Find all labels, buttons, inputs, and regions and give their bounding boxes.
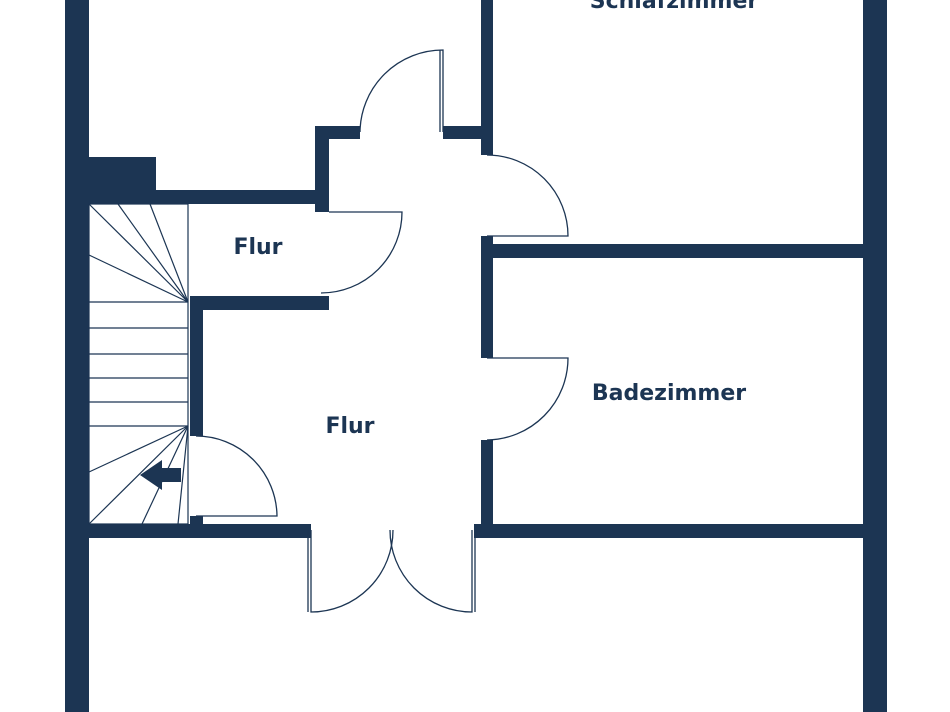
staircase xyxy=(88,203,189,525)
door-badezimmer xyxy=(486,357,569,441)
door-small-flur xyxy=(320,211,403,294)
wall-small-flur-bottom xyxy=(190,296,329,310)
wall-bottom-left xyxy=(89,524,311,538)
wall-schlaf-bad xyxy=(493,244,863,258)
wall-bottom-right xyxy=(474,524,863,538)
label-flur-small: Flur xyxy=(233,235,282,260)
label-schlafzimmer: Schlafzimmer xyxy=(590,0,759,14)
stair-line xyxy=(177,425,189,525)
doors xyxy=(195,49,569,613)
chimney-block xyxy=(89,157,156,190)
stair-line xyxy=(88,203,189,303)
stair-line xyxy=(88,254,189,303)
arrow-left-icon xyxy=(140,460,181,490)
door-double-right xyxy=(389,529,473,613)
wall-stair-right xyxy=(190,296,203,436)
label-flur-main: Flur xyxy=(325,414,374,439)
wall-right-outer xyxy=(863,0,887,712)
stair-line xyxy=(88,425,189,473)
door-stairs xyxy=(195,435,278,517)
door-upper xyxy=(359,49,444,133)
stair-outline xyxy=(88,203,189,525)
walls xyxy=(65,0,887,712)
wall-bad-left-bottom xyxy=(481,440,493,526)
wall-schlaf-left-top xyxy=(481,0,493,155)
door-schlafzimmer xyxy=(486,154,569,237)
wall-step-vertical xyxy=(315,126,329,212)
wall-upper-right xyxy=(443,126,493,139)
door-double-left xyxy=(310,529,394,613)
wall-small-flur-top xyxy=(89,190,329,204)
stair-line xyxy=(117,203,189,303)
wall-step-horizontal xyxy=(315,126,360,139)
stair-line xyxy=(149,203,189,303)
wall-bad-left-top xyxy=(481,258,493,358)
wall-schlaf-left-bottom xyxy=(481,236,493,258)
room-labels: Schlafzimmer Flur Flur Badezimmer xyxy=(233,0,758,439)
wall-left-outer xyxy=(65,0,89,712)
label-badezimmer: Badezimmer xyxy=(592,381,746,406)
stair-line xyxy=(88,425,189,525)
